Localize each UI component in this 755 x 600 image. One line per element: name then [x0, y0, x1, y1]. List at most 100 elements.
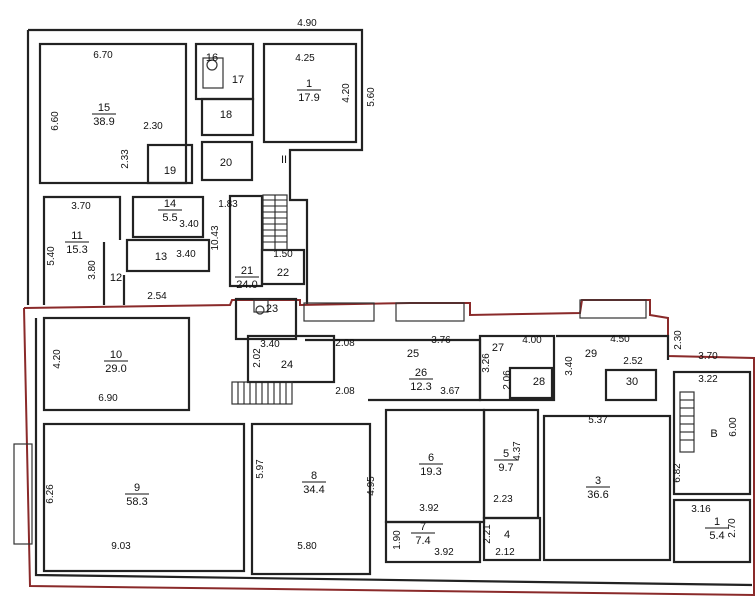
- room-number: 21: [241, 265, 253, 277]
- room-area: 38.9: [93, 116, 114, 128]
- room-r4: 4: [504, 529, 510, 541]
- room-number: 29: [585, 348, 597, 360]
- room-number: 14: [164, 198, 176, 210]
- room-number: 15: [98, 102, 110, 114]
- leased-area-boundary: [23, 299, 755, 597]
- dimension-d37: 4.37: [512, 441, 523, 461]
- dimension-d16: 3.80: [87, 260, 98, 280]
- room-number: 16: [206, 52, 218, 64]
- dimension-d36: 5.37: [588, 415, 608, 426]
- dimension-d31: 3.22: [698, 374, 718, 385]
- room-number: 30: [626, 376, 638, 388]
- dimension-d17: 2.54: [147, 291, 167, 302]
- dimension-d43: 3.92: [419, 503, 439, 514]
- room-r1b: 15.4: [705, 516, 729, 542]
- room-r15: 15 38.9: [92, 102, 116, 128]
- dimension-d45: 2.70: [727, 518, 738, 538]
- room-number: 23: [266, 303, 278, 315]
- dimension-d10: 1.83: [218, 199, 238, 210]
- room-number: 4: [504, 529, 510, 541]
- room-r27: 27: [492, 342, 504, 354]
- room-r25: 25: [407, 348, 419, 360]
- dimension-d35: 6.00: [728, 417, 739, 437]
- dimension-d24: 2.30: [673, 330, 684, 350]
- room-area: 24.0: [236, 279, 257, 291]
- room-r8: 834.4: [302, 470, 326, 496]
- dimension-d48: 1.90: [392, 530, 403, 550]
- room-number: II: [281, 154, 287, 166]
- dimension-d41: 4.95: [366, 476, 377, 496]
- room-number: 18: [220, 109, 232, 121]
- dimension-d21: 3.26: [481, 353, 492, 373]
- dimension-d13: 3.40: [176, 249, 196, 260]
- room-r12: 12: [110, 272, 122, 284]
- room-number: B: [710, 428, 717, 440]
- room-r20: 20: [220, 157, 232, 169]
- room-area: 7.4: [415, 535, 430, 547]
- room-number: 11: [71, 230, 82, 242]
- dimension-d25: 3.70: [698, 351, 718, 362]
- dimension-d34: 6.90: [98, 393, 118, 404]
- room-r29: 29: [585, 348, 597, 360]
- room-area: 9.7: [498, 462, 513, 474]
- room-number: 26: [415, 367, 427, 379]
- dimension-d26: 4.20: [52, 349, 63, 369]
- dimension-d19: 2.08: [335, 338, 355, 349]
- room-r6: 619.3: [419, 452, 443, 478]
- room-r7: 77.4: [411, 521, 435, 547]
- room-r11: 11 15.3: [65, 230, 89, 256]
- room-r21: 21 24.0: [235, 265, 259, 291]
- upper-room-walls: [38, 42, 358, 305]
- room-number: 13: [155, 251, 167, 263]
- dimension-d1: 4.90: [297, 18, 317, 29]
- room-area: 29.0: [105, 363, 126, 375]
- dimension-d44: 3.16: [691, 504, 711, 515]
- dimension-d29: 3.40: [564, 356, 575, 376]
- dimension-d30: 2.52: [623, 356, 643, 367]
- room-number: 19: [164, 165, 176, 177]
- room-number: 9: [134, 482, 140, 494]
- room-r10: 10 29.0: [104, 349, 128, 375]
- upper-staircase: [262, 194, 288, 251]
- dimension-d38: 6.26: [45, 484, 56, 504]
- room-number: 7: [420, 521, 426, 533]
- room-area: 17.9: [298, 92, 319, 104]
- dimension-d46: 9.03: [111, 541, 131, 552]
- room-area: 5.4: [709, 530, 724, 542]
- dimension-d39: 5.97: [255, 459, 266, 479]
- dimension-d7: 2.30: [143, 121, 163, 132]
- room-number: 6: [428, 452, 434, 464]
- dimension-d11: 3.40: [179, 219, 199, 230]
- room-number: 12: [110, 272, 122, 284]
- room-number: 10: [110, 349, 122, 361]
- dimension-d20: 3.76: [431, 335, 451, 346]
- dimension-d12: 10.43: [210, 225, 221, 250]
- dimension-d23: 4.50: [610, 334, 630, 345]
- dimension-d28: 2.06: [502, 370, 513, 390]
- room-number: 8: [311, 470, 317, 482]
- dimension-d27: 2.02: [252, 348, 263, 368]
- dimension-d8: 2.33: [120, 149, 131, 169]
- dimension-d2: 6.70: [93, 50, 113, 61]
- room-number: 27: [492, 342, 504, 354]
- room-number: 1: [306, 78, 312, 90]
- lower-staircase: [231, 381, 695, 453]
- dimension-d40: 6.82: [672, 463, 683, 483]
- room-number: 28: [533, 376, 545, 388]
- room-area: 15.3: [66, 244, 87, 256]
- dimension-d4: 6.60: [50, 111, 61, 131]
- room-r9: 958.3: [125, 482, 149, 508]
- room-r28: 28: [533, 376, 545, 388]
- room-r13: 13: [155, 251, 167, 263]
- room-labels: 1538.9117.91617181920145.5131115.3122124…: [65, 52, 729, 547]
- room-r19: 19: [164, 165, 176, 177]
- dimension-d5: 4.20: [341, 83, 352, 103]
- room-number: 22: [277, 267, 289, 279]
- room-rB: B: [710, 428, 717, 440]
- room-r23: 23: [266, 303, 278, 315]
- room-number: 5: [503, 448, 509, 460]
- upper-outer-walls: [26, 28, 364, 305]
- room-number: 24: [281, 359, 293, 371]
- dimension-d42: 2.23: [493, 494, 513, 505]
